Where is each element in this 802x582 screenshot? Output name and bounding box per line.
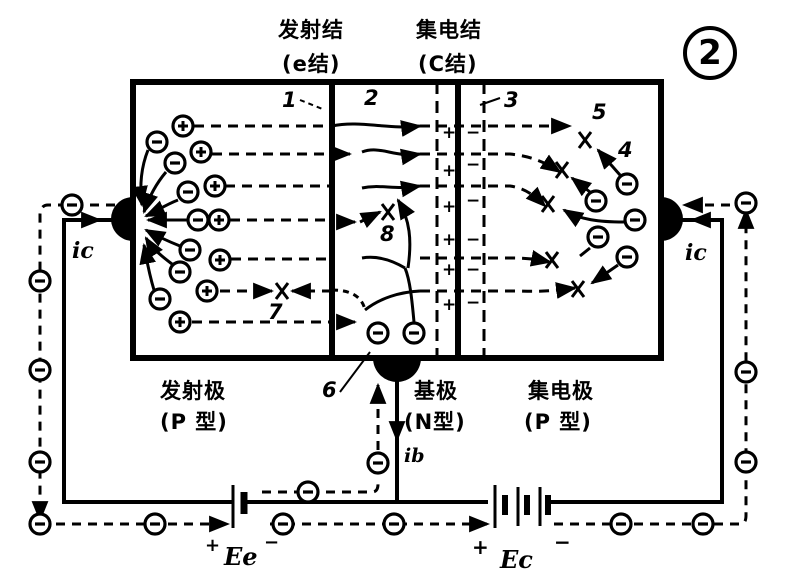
- callout-4: 4: [618, 138, 633, 162]
- svg-text:−: −: [466, 293, 480, 313]
- battery-ee: [231, 485, 248, 528]
- battery-ec-label: Ec: [500, 545, 533, 574]
- svg-text:−: −: [466, 155, 480, 175]
- collector-junction-subtitle: (C结): [418, 52, 478, 76]
- depletion-charges: + + + + + + − − − − − −: [442, 123, 480, 315]
- svg-text:+: +: [442, 197, 456, 217]
- collector-electrode: [661, 197, 683, 241]
- emitter-electron-arrows: [131, 149, 188, 291]
- svg-text:+: +: [442, 123, 456, 143]
- svg-text:+: +: [442, 230, 456, 250]
- battery-ee-plus: +: [205, 535, 221, 556]
- callout-5: 5: [592, 100, 607, 124]
- callout-8: 8: [380, 222, 395, 246]
- emitter-junction-title: 发射结: [278, 18, 344, 42]
- svg-text:−: −: [466, 123, 480, 143]
- collector-region-name: 集电极: [528, 379, 594, 403]
- svg-text:−: −: [466, 191, 480, 211]
- emitter-region-type: (P 型): [160, 410, 228, 434]
- svg-text:+: +: [442, 295, 456, 315]
- emitter-junction-subtitle: (e结): [282, 52, 341, 76]
- callout-7: 7: [268, 300, 283, 324]
- current-ic-right-label: ic: [685, 240, 707, 266]
- battery-ee-minus: −: [264, 532, 280, 553]
- current-ic-left-label: ic: [72, 238, 94, 264]
- base-electrode: [373, 358, 421, 382]
- figure-number-badge: 2: [683, 26, 737, 80]
- collector-junction-title: 集电结: [416, 18, 482, 42]
- battery-ec-minus: −: [554, 530, 571, 554]
- current-arrows: [70, 211, 716, 443]
- base-region-type: (N型): [404, 410, 466, 434]
- callout-6: 6: [322, 378, 337, 402]
- emitter-region-name: 发射极: [160, 379, 226, 403]
- callout-1: 1: [282, 88, 297, 112]
- svg-text:+: +: [442, 161, 456, 181]
- hole-flow-paths: [192, 117, 578, 331]
- collector-electron-arrows: [562, 148, 625, 285]
- svg-text:−: −: [466, 260, 480, 280]
- battery-ec: [493, 485, 551, 528]
- emitter-electrode: [111, 197, 133, 241]
- battery-ee-label: Ee: [224, 542, 258, 571]
- svg-text:+: +: [442, 260, 456, 280]
- current-ib-label: ib: [404, 445, 425, 467]
- external-electron-paths: [31, 196, 755, 533]
- svg-text:−: −: [466, 230, 480, 250]
- base-region-name: 基极: [414, 379, 458, 403]
- callout-leaders: [299, 97, 501, 393]
- battery-ec-plus: +: [472, 535, 489, 559]
- emitter-carriers: [145, 114, 232, 334]
- collector-region-type: (P 型): [524, 410, 592, 434]
- callout-2: 2: [364, 86, 379, 110]
- callout-3: 3: [504, 88, 519, 112]
- electrodes: [111, 197, 683, 382]
